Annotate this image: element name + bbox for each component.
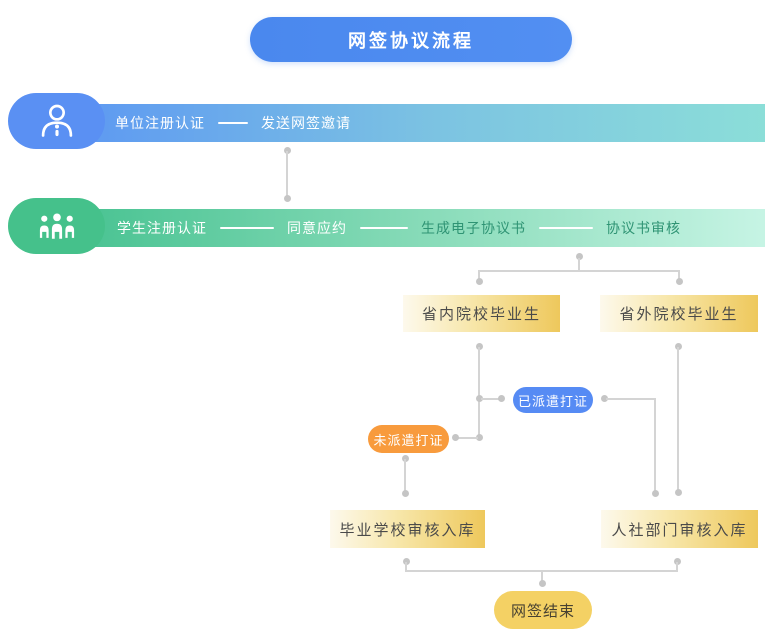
connector-line — [405, 562, 407, 572]
connector-dot — [284, 147, 291, 154]
connector-dot — [476, 434, 483, 441]
connector-dot — [476, 395, 483, 402]
pill-label: 未派遣打证 — [373, 432, 444, 448]
connector-dot — [674, 558, 681, 565]
step-dash — [360, 227, 408, 229]
connector-dot — [675, 343, 682, 350]
connector-dot — [403, 558, 410, 565]
connector-dot — [601, 395, 608, 402]
connector-line — [286, 151, 288, 197]
node-label: 人社部门审核入库 — [611, 521, 748, 539]
title-pill: 网签协议流程 — [250, 17, 572, 62]
step-dash — [220, 227, 274, 229]
connector-line — [606, 398, 656, 400]
student-lane-bar: 学生注册认证 同意应约 生成电子协议书 协议书审核 — [95, 209, 765, 247]
step-employer-register: 单位注册认证 — [115, 115, 205, 131]
connector-dot — [676, 278, 683, 285]
node-label: 省内院校毕业生 — [421, 306, 541, 323]
pill-label: 已派遣打证 — [517, 393, 588, 409]
connector-line — [404, 459, 406, 493]
connector-dot — [498, 395, 505, 402]
people-group-icon — [39, 213, 74, 239]
node-end: 网签结束 — [494, 591, 592, 629]
connector-line — [578, 258, 580, 271]
connector-dot — [539, 580, 546, 587]
connector-line — [458, 437, 478, 439]
step-accept-offer: 同意应约 — [287, 220, 347, 236]
connector-line — [478, 347, 480, 438]
connector-line — [677, 347, 679, 493]
connector-dot — [476, 278, 483, 285]
connector-dot — [402, 490, 409, 497]
connector-line — [678, 270, 680, 280]
node-hr-review: 人社部门审核入库 — [601, 510, 758, 548]
student-icon-tile — [8, 198, 105, 254]
step-send-invite: 发送网签邀请 — [261, 115, 351, 131]
step-student-register: 学生注册认证 — [117, 220, 207, 236]
node-out-of-province-graduates: 省外院校毕业生 — [600, 295, 758, 332]
connector-dot — [576, 253, 583, 260]
step-dash — [539, 227, 593, 229]
connector-dot — [675, 489, 682, 496]
employer-lane-bar: 单位注册认证 发送网签邀请 — [95, 104, 765, 142]
node-in-province-graduates: 省内院校毕业生 — [403, 295, 560, 332]
person-icon — [41, 104, 72, 137]
step-agreement-review: 协议书审核 — [606, 220, 681, 236]
step-dash — [218, 122, 248, 124]
connector-dot — [402, 455, 409, 462]
connector-line — [478, 270, 680, 272]
pill-dispatched: 已派遣打证 — [513, 387, 593, 413]
connector-line — [478, 270, 480, 280]
connector-line — [481, 398, 501, 400]
page-title: 网签协议流程 — [348, 30, 474, 51]
step-generate-agreement: 生成电子协议书 — [421, 220, 526, 236]
node-label: 网签结束 — [510, 602, 575, 620]
node-label: 省外院校毕业生 — [619, 306, 739, 323]
employer-icon-tile — [8, 93, 105, 149]
pill-not-dispatched: 未派遣打证 — [368, 425, 449, 453]
connector-line — [541, 570, 543, 582]
connector-dot — [652, 490, 659, 497]
node-school-review: 毕业学校审核入库 — [330, 510, 485, 548]
connector-line — [676, 562, 678, 572]
connector-line — [654, 398, 656, 494]
connector-dot — [476, 343, 483, 350]
connector-dot — [284, 195, 291, 202]
node-label: 毕业学校审核入库 — [339, 521, 476, 539]
connector-dot — [452, 434, 459, 441]
